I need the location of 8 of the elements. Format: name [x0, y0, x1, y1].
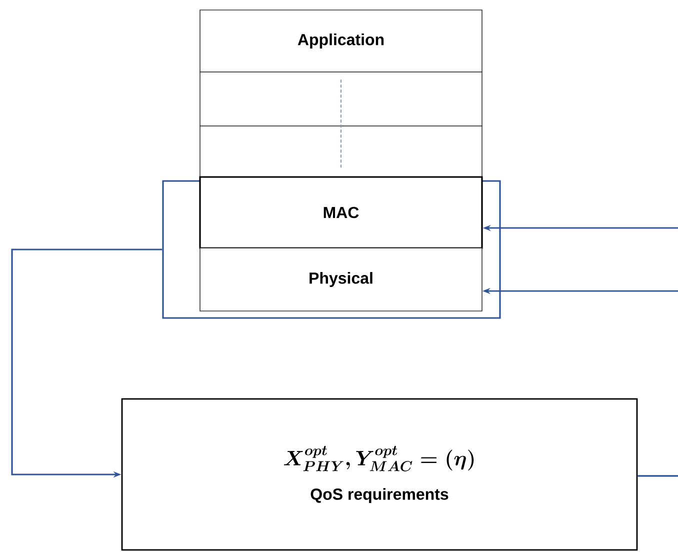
layer-box: MAC: [199, 176, 483, 249]
layer-box: Application: [200, 10, 482, 72]
dashed-line: [340, 79, 342, 169]
layer-box: [200, 72, 482, 126]
connector-line: [638, 475, 678, 477]
optimizer-box: $X_{PHY}^{opt}, Y_{MAC}^{opt} = (\eta)$ QoS requirements: [121, 398, 638, 551]
layer-box: Physical: [200, 248, 482, 312]
layer-box: [200, 126, 482, 178]
